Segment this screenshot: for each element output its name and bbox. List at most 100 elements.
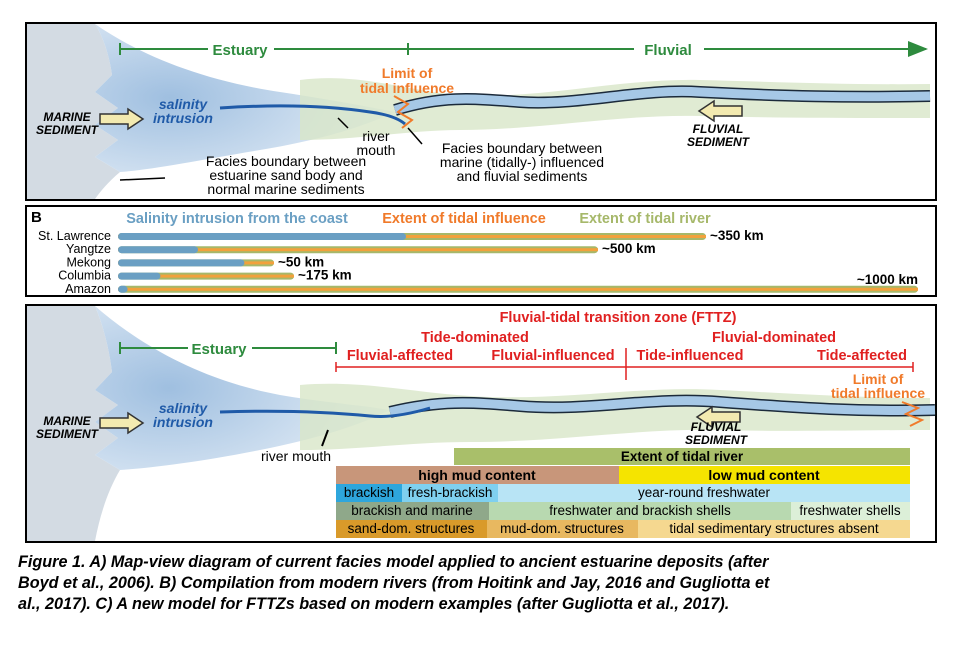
panel-c-brackish-marine-label: brackish and marine [351, 503, 473, 518]
panel-c-limit-label-2: tidal influence [831, 385, 925, 401]
panel-a: A Estuary Fluvial Limit of tidal influen… [25, 22, 937, 201]
panel-c-brackish-bar [336, 484, 402, 502]
panel-c-low-mud-bar [619, 466, 910, 484]
panel-c-river-mouth-pointer [321, 429, 329, 447]
panel-c-tidal-absent-bar [638, 520, 910, 538]
panel-c-fluvial-dominated: Fluvial-dominated [712, 330, 836, 346]
panel-a-river-mouth-label-2: mouth [357, 142, 396, 158]
caption-line-2: Boyd et al., 2006). B) Compilation from … [18, 574, 770, 592]
panel-a-facies-fluvial-1: Facies boundary between [442, 140, 602, 156]
panel-a-fluvial-arrow-icon [697, 99, 743, 123]
panel-c-fluvial-affected: Fluvial-affected [347, 348, 453, 364]
panel-a-facies-marine-3: normal marine sediments [207, 181, 364, 197]
river-name: St. Lawrence [38, 229, 111, 243]
panel-a-salinity-label-2: intrusion [153, 110, 213, 126]
panel-c-fluvial-sed-label-2: SEDIMENT [685, 433, 749, 447]
panel-a-facies-fluvial-pointer [407, 127, 423, 145]
river-distance-label: ~50 km [278, 254, 324, 269]
panel-c-estuary-label: Estuary [191, 341, 247, 358]
panel-c-high-mud-label: high mud content [418, 467, 536, 483]
river-name: Amazon [65, 282, 111, 296]
panel-a-limit-label-1: Limit of [382, 65, 433, 81]
panel-c-brackish-label: brackish [344, 485, 394, 500]
panel-c-low-mud-label: low mud content [708, 467, 820, 483]
panel-c-marine-label-1: MARINE [43, 414, 91, 428]
river-salinity-bar [118, 285, 128, 293]
panel-a-facies-marine-1: Facies boundary between [206, 153, 366, 169]
panel-c-fresh-brackish-bar [402, 484, 498, 502]
panel-c-tide-dominated: Tide-dominated [421, 330, 529, 346]
river-tidal-bar [118, 235, 706, 238]
panel-c-sand-dom-bar [336, 520, 487, 538]
panel-c-fresh-brackish-shells-label: freshwater and brackish shells [549, 503, 731, 518]
panel-c-salinity-label-2: intrusion [153, 414, 213, 430]
panel-b: B Salinity intrusion from the coast Exte… [25, 205, 937, 297]
panel-c-limit-zigzag [901, 401, 925, 427]
panel-a-limit-zigzag [393, 95, 414, 129]
river-salinity-bar [118, 259, 245, 267]
panel-a-limit-label-2: tidal influence [360, 80, 454, 96]
panel-c-brackish-marine-bar [336, 502, 489, 520]
panel-c-river-mouth-label: river mouth [261, 448, 331, 464]
river-salinity-bar [118, 246, 198, 254]
panel-b-legend-tidal-river: Extent of tidal river [579, 211, 711, 227]
panel-a-facies-marine-2: estuarine sand body and [209, 167, 362, 183]
panel-c-tide-influenced: Tide-influenced [637, 348, 744, 364]
panel-c-sand-dom-label: sand-dom. structures [348, 521, 475, 536]
panel-c-fresh-brackish-label: fresh-brackish [408, 485, 493, 500]
river-tidal-bar [118, 274, 294, 278]
panel-c-mud-dom-bar [487, 520, 638, 538]
panel-c-year-round-bar [498, 484, 910, 502]
panel-a-salinity-line [219, 104, 406, 126]
panel-a-river-mouth-label-1: river [362, 128, 390, 144]
panel-c-fluvial-influenced: Fluvial-influenced [491, 348, 614, 364]
panel-c-limit-label-1: Limit of [853, 371, 904, 387]
river-tidal-bar [118, 248, 598, 252]
panel-c-fluvial-arrow-icon [695, 405, 741, 429]
panel-a-facies-fluvial-2: marine (tidally-) influenced [440, 154, 604, 170]
panel-c-marine-land [27, 306, 120, 541]
river-distance-label: ~1000 km [857, 272, 918, 287]
panel-c: C Estuary Fluvial-tidal transition zone … [25, 304, 937, 543]
panel-c-fluvial-sed-label-1: FLUVIAL [691, 420, 742, 434]
river-distance-label: ~350 km [710, 228, 764, 243]
panel-a-estuary-label: Estuary [212, 42, 268, 59]
panel-b-legend-tidal: Extent of tidal influence [382, 211, 546, 227]
panel-c-salinity-line [219, 406, 431, 418]
panel-c-tidal-absent-label: tidal sedimentary structures absent [669, 521, 879, 536]
panel-c-freshwater-shells-label: freshwater shells [799, 503, 901, 518]
panel-a-fluvial-label: Fluvial [644, 42, 692, 59]
panel-a-marine-land [27, 24, 120, 199]
river-salinity-bar [118, 272, 161, 280]
river-distance-label: ~500 km [602, 241, 656, 256]
panel-c-fttz-title: Fluvial-tidal transition zone (FTTZ) [500, 310, 737, 326]
panel-c-year-round-label: year-round freshwater [638, 485, 771, 500]
panel-a-marine-label-1: MARINE [43, 110, 91, 124]
panel-a-fluvial-sed-label-2: SEDIMENT [687, 135, 751, 149]
river-salinity-bar [118, 233, 406, 240]
caption-line-1: Figure 1. A) Map-view diagram of current… [18, 553, 769, 571]
panel-b-legend-salinity: Salinity intrusion from the coast [126, 211, 348, 227]
panel-a-river-fill [393, 86, 931, 115]
river-name: Columbia [58, 269, 111, 283]
panel-c-extent-tidal-river-bar [454, 448, 910, 465]
panel-b-river-bars: St. Lawrence ~350 km Yangtze ~500 km Mekong ~… [38, 228, 918, 296]
panel-a-facies-marine-pointer [119, 177, 166, 181]
panel-c-marine-label-2: SEDIMENT [36, 427, 100, 441]
panel-c-river-fill [388, 396, 936, 417]
panel-a-river-mouth-pointer [337, 117, 349, 129]
panel-c-high-mud-bar [336, 466, 619, 484]
panel-c-salinity-label-1: salinity [159, 400, 208, 416]
panel-a-salinity-label-1: salinity [159, 96, 208, 112]
panel-b-letter: B [31, 209, 42, 226]
river-name: Mekong [67, 255, 112, 269]
river-name: Yangtze [66, 242, 111, 256]
panel-c-mud-dom-label: mud-dom. structures [500, 521, 624, 536]
panel-c-marine-arrow-icon [99, 411, 145, 435]
panel-c-tide-affected: Tide-affected [817, 348, 907, 364]
river-distance-label: ~175 km [298, 268, 352, 283]
panel-c-extent-tidal-river-label: Extent of tidal river [621, 449, 744, 464]
river-tidal-bar [118, 287, 918, 291]
panel-c-freshwater-shells-bar [791, 502, 910, 520]
